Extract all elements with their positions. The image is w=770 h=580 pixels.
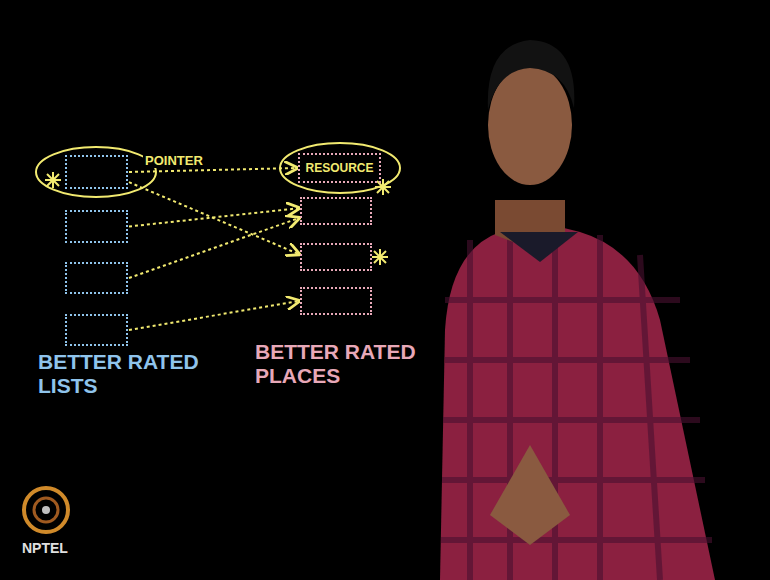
list-box xyxy=(65,262,128,294)
pointer-arrow xyxy=(129,301,299,330)
list-box xyxy=(65,155,128,189)
group-label: BETTER RATED LISTS xyxy=(38,350,238,398)
pointer-arrow xyxy=(129,208,299,226)
pointer-arrow xyxy=(129,218,299,278)
collar xyxy=(500,232,578,262)
pointer-arrow xyxy=(129,182,299,254)
hair xyxy=(488,40,574,110)
list-box xyxy=(65,210,128,243)
place-box: RESOURCE xyxy=(298,153,381,183)
shirt xyxy=(440,222,715,580)
head xyxy=(488,65,572,185)
box-text: RESOURCE xyxy=(305,161,373,175)
edge-label: POINTER xyxy=(143,153,205,168)
place-box xyxy=(300,243,372,271)
place-box xyxy=(300,197,372,225)
presenter-figure xyxy=(440,40,715,580)
hands xyxy=(490,445,570,545)
plaid-lines xyxy=(441,225,712,580)
place-box xyxy=(300,287,372,315)
pointer-arrow xyxy=(129,168,297,172)
logo-text: NPTEL xyxy=(22,540,102,556)
asterisk-marks xyxy=(45,172,391,265)
list-box xyxy=(65,314,128,346)
logo-emblem xyxy=(24,488,68,532)
group-label: BETTER RATED PLACES xyxy=(255,340,433,388)
